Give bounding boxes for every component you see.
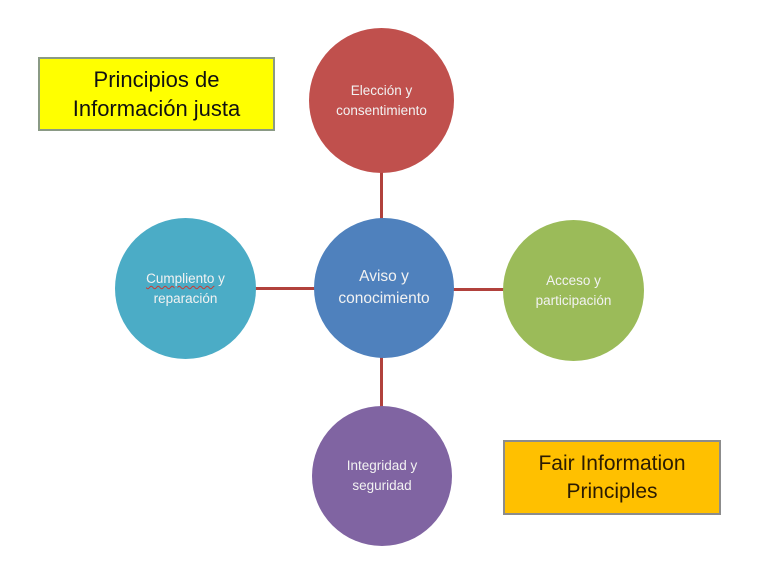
- node-label-line1: Integridad y: [346, 458, 418, 474]
- spanish-title-line2: Información justa: [72, 96, 241, 121]
- english-title-box: Fair Information Principles: [503, 440, 721, 515]
- node-label-line1-rest: y: [214, 270, 225, 286]
- node-label: Integridad y seguridad: [347, 456, 418, 495]
- node-label: Elección y consentimiento: [336, 81, 427, 120]
- node-label: Aviso y conocimiento: [338, 266, 429, 311]
- node-label-line1: Cumpliento y: [146, 269, 225, 289]
- connector-center-to-top: [380, 100, 383, 288]
- connector-center-to-right: [384, 288, 573, 291]
- node-label-line1: Acceso y: [546, 272, 601, 288]
- node-label-line2: consentimiento: [336, 102, 427, 118]
- english-title-line1: Fair Information: [538, 451, 686, 475]
- node-integridad-seguridad: Integridad y seguridad: [312, 406, 452, 546]
- node-aviso-conocimiento: Aviso y conocimiento: [314, 218, 454, 358]
- node-label: Acceso y participación: [536, 271, 612, 310]
- node-label-line2: seguridad: [352, 478, 412, 493]
- node-label-line1: Aviso y: [359, 267, 409, 285]
- node-cumpliento-reparacion: Cumpliento y reparación: [115, 218, 256, 359]
- spanish-title-box: Principios de Información justa: [38, 57, 275, 131]
- spanish-title-line1: Principios de: [93, 66, 220, 92]
- node-label-line2: participación: [535, 292, 612, 308]
- node-acceso-participacion: Acceso y participación: [503, 220, 644, 361]
- node-label: Cumpliento y reparación: [146, 269, 225, 308]
- misspelled-word: Cumpliento: [146, 270, 215, 286]
- english-title-line2: Principles: [566, 479, 658, 503]
- spanish-title-text: Principios de Información justa: [40, 65, 273, 123]
- node-label-line1: Elección y: [350, 82, 413, 98]
- node-label-line2: reparación: [153, 290, 218, 306]
- node-eleccion-consentimiento: Elección y consentimiento: [309, 28, 454, 173]
- english-title-text: Fair Information Principles: [505, 450, 719, 505]
- connector-center-to-bottom: [380, 288, 383, 476]
- node-label-line2: conocimiento: [338, 290, 430, 307]
- connector-center-to-left: [185, 287, 384, 290]
